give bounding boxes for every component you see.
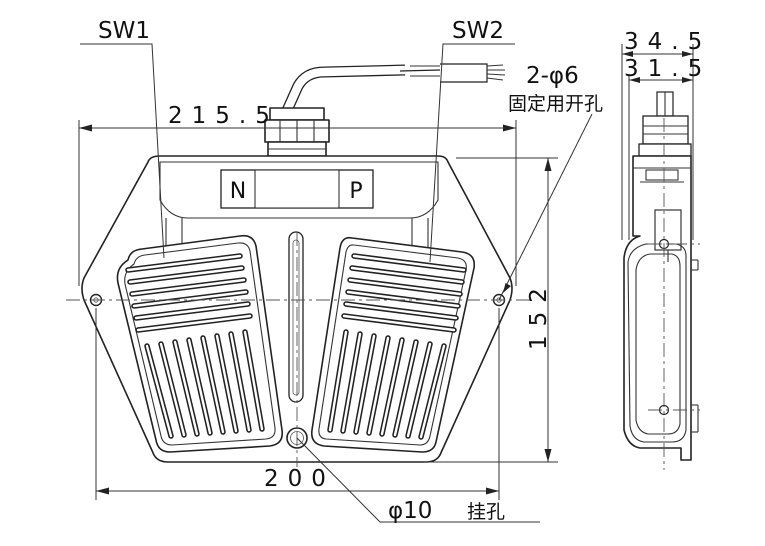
side-body [623, 155, 699, 461]
hang-hole-note: 挂孔 [467, 501, 505, 523]
n-label: N [230, 179, 246, 204]
dimension-hole-spacing: 200 [95, 308, 500, 500]
hang-hole-dim-text: φ10 [388, 498, 432, 524]
dimension-height: 152 [424, 157, 558, 463]
pedal-sw1-ridges [125, 253, 253, 333]
pedal-sw2-grooves [327, 329, 447, 440]
dimension-total-width: 215.5 [78, 103, 517, 286]
dim-215-5-text: 215.5 [168, 103, 279, 129]
sw1-label: SW1 [98, 18, 150, 44]
sw1-leader [80, 43, 165, 259]
dimension-side-depth: 34.5 31.5 [621, 29, 711, 240]
cable-gland [264, 107, 330, 157]
pedal-sw2-ridges [341, 253, 467, 333]
dim-152-text: 152 [526, 279, 552, 350]
dim-200-text: 200 [264, 466, 335, 492]
hang-hole-leader [296, 437, 540, 523]
sw2-leader [429, 43, 515, 263]
sw2-label: SW2 [452, 18, 504, 44]
np-indicator: N P [220, 169, 374, 209]
mount-holes-note: 固定用开孔 [508, 93, 603, 115]
side-cable [638, 91, 692, 157]
mount-holes-dim-text: 2-φ6 [526, 63, 579, 89]
mount-holes-leader [498, 113, 593, 301]
center-slot [288, 231, 304, 403]
p-label: P [349, 179, 362, 204]
pedal-sw1-grooves [144, 329, 265, 439]
cable [279, 63, 506, 118]
dim-31-5-text: 31.5 [624, 56, 711, 82]
dim-34-5-text: 34.5 [624, 29, 711, 55]
